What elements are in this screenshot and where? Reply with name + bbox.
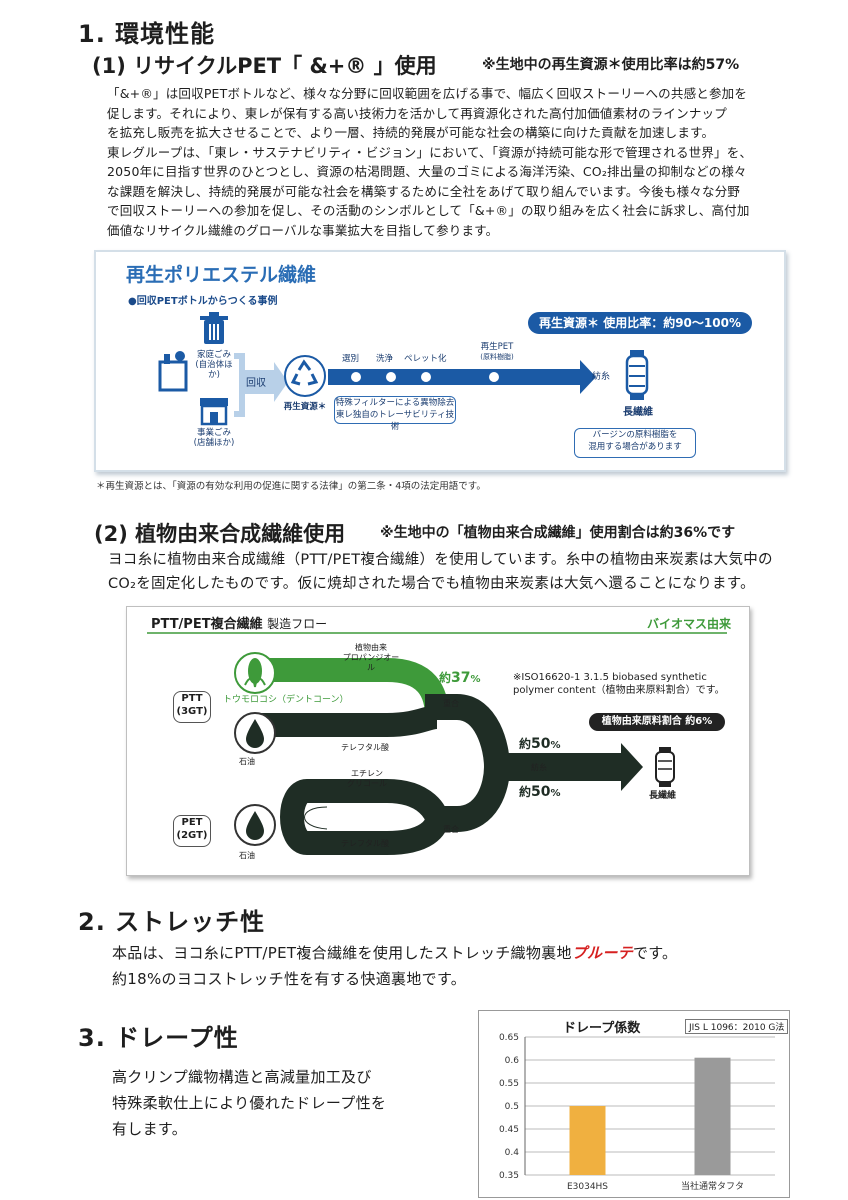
- eg-label: エチレン グリコール: [347, 769, 387, 788]
- step-sort-label: 選別: [342, 354, 360, 364]
- recycle-ratio-pill: 再生資源＊ 使用比率：約90〜100%: [528, 312, 752, 334]
- recycle-diagram: 再生ポリエステル繊維 ●回収PETボトルからつくる事例 再生資源＊ 使用比率：約…: [94, 250, 786, 472]
- fiber-label: 長繊維: [623, 407, 653, 418]
- x-tick-label: 当社通常タフタ: [681, 1180, 744, 1192]
- section2-title: 2. ストレッチ性: [78, 908, 266, 936]
- y-tick-label: 0.45: [499, 1125, 519, 1135]
- chart-standard: JIS L 1096：2010 G法: [685, 1019, 789, 1034]
- chart-title: ドレープ係数: [563, 1021, 641, 1036]
- poly-label-2: 重合: [443, 825, 459, 834]
- pct-50-top: 約50%: [519, 736, 561, 752]
- oil-drop-icon: [246, 811, 264, 840]
- recycle-title: 再生ポリエステル繊維: [126, 264, 317, 286]
- para-line: 特殊柔軟仕上により優れたドレープ性を: [112, 1094, 387, 1112]
- y-tick-label: 0.4: [505, 1148, 520, 1158]
- recycle-footnote: ＊再生資源とは、「資源の有効な利用の促進に関する法律」の第二条・4項の法定用語で…: [96, 481, 486, 492]
- section1-paragraph: 「&+®」は回収PETボトルなど、様々な分野に回収範囲を広げる事で、幅広く回収ス…: [107, 84, 807, 240]
- home-waste-label: 家庭ごみ (自治体ほか): [195, 350, 233, 380]
- corn-icon: [244, 658, 266, 688]
- tpa-label-1: テレフタル酸: [341, 743, 389, 752]
- section1-sub-title: (1) リサイクルPET「 &+® 」使用: [92, 54, 437, 78]
- corn-label: トウモロコシ（デントコーン）: [223, 695, 349, 705]
- y-tick-label: 0.35: [499, 1171, 519, 1181]
- section12-paragraph: ヨコ糸に植物由来合成繊維（PTT/PET複合繊維）を使用しています。糸中の植物由…: [108, 548, 788, 596]
- para-line: 価値なリサイクル繊維のグローバルな事業拡大を目指して参ります。: [107, 222, 499, 238]
- y-tick-label: 0.5: [505, 1102, 519, 1112]
- recycle-icon: [290, 359, 319, 386]
- bar-1: [569, 1106, 606, 1175]
- pet-badge: PET (2GT): [173, 815, 211, 847]
- spin-label-ptt: 紡糸: [531, 763, 547, 772]
- brand-name: プルーテ: [571, 944, 633, 962]
- recycle-subtitle: ●回収PETボトルからつくる事例: [128, 296, 278, 307]
- fiber-label-ptt: 長繊維: [649, 791, 677, 801]
- para-line: 2050年に目指す世界のひとつとし、資源の枯渇問題、大量のゴミによる海洋汚染、C…: [107, 164, 747, 179]
- biomass-label: バイオマス由来: [647, 617, 732, 631]
- oil-label-1: 石油: [239, 757, 255, 766]
- poly-label-1: 重合: [443, 699, 459, 708]
- tpa-label-2: テレフタル酸: [341, 839, 389, 848]
- section12-note: ※生地中の「植物由来合成繊維」使用割合は約36%です: [380, 525, 736, 541]
- fiber-bobbin-icon: [625, 350, 649, 400]
- para-line: 本品は、ヨコ糸にPTT/PET複合繊維を使用したストレッチ織物裏地プルーテです。: [112, 944, 678, 962]
- pct-37: 約37%: [439, 670, 481, 686]
- trash-can-icon: [200, 312, 228, 344]
- oil-label-2: 石油: [239, 851, 255, 860]
- para-line: 有します。: [112, 1120, 188, 1138]
- fiber-bobbin-icon: [655, 747, 675, 787]
- y-tick-label: 0.65: [499, 1033, 519, 1043]
- para-line: 東レグループは、「東レ・サステナビリティ・ビジョン」において、「資源が持続可能な…: [107, 144, 753, 160]
- para-line: を拡充し販売を拡大させることで、より一層、持続的発展が可能な社会の構築に向けた貢…: [107, 125, 715, 140]
- y-tick-label: 0.6: [505, 1056, 520, 1066]
- section3-paragraph: 高クリンプ織物構造と高減量加工及び 特殊柔軟仕上により優れたドレープ性を 有しま…: [112, 1064, 432, 1142]
- plant-pdo-label: 植物由来 プロパンジオール: [342, 643, 400, 672]
- section3-title: 3. ドレープ性: [78, 1024, 239, 1052]
- section1-title: 1. 環境性能: [78, 20, 216, 48]
- biz-waste-label: 事業ごみ (店舗ほか): [193, 428, 235, 448]
- step-pellet-label: ペレット化: [404, 354, 447, 364]
- virgin-note-box: バージンの原料樹脂を 混用する場合があります: [574, 428, 696, 458]
- section1-sub-note: ※生地中の再生資源＊使用比率は約57%: [482, 57, 740, 73]
- para-line: ヨコ糸に植物由来合成繊維（PTT/PET複合繊維）を使用しています。糸中の植物由…: [108, 552, 773, 568]
- y-tick-label: 0.55: [499, 1079, 519, 1089]
- para-line: 「&+®」は回収PETボトルなど、様々な分野に回収範囲を広げる事で、幅広く回収ス…: [107, 86, 748, 101]
- plant-ratio-pill: 植物由来原料割合 約6%: [589, 713, 725, 731]
- pct-50-bottom: 約50%: [519, 784, 561, 800]
- para-line: 促します。それにより、東レが保有する高い技術力を活かして再資源化された高付加価値…: [107, 105, 727, 121]
- resource-label: 再生資源＊: [283, 402, 327, 412]
- recycle-flow-graphic: [158, 312, 649, 426]
- para-line: で回収ストーリーへの参加を促し、その活動のシンボルとして「&+®」の取り組みを広…: [107, 203, 750, 218]
- para-line: な課題を解決し、持続的発展が可能な社会を構築するために全社をあげて取り組んでいま…: [107, 183, 741, 199]
- para-line: 約18%のヨコストレッチ性を有する快適裏地です。: [112, 970, 467, 988]
- spin-label: 紡糸: [592, 372, 611, 382]
- para-line: CO₂を固定化したものです。仮に焼却された場合でも植物由来炭素は大気へ還ることに…: [108, 576, 755, 592]
- step-pet-label: 再生PET (原料樹脂): [480, 342, 514, 361]
- section12-title: (2) 植物由来合成繊維使用: [94, 522, 346, 546]
- oil-drop-icon: [246, 719, 264, 748]
- section2-paragraph: 本品は、ヨコ糸にPTT/PET複合繊維を使用したストレッチ織物裏地プルーテです。…: [112, 940, 792, 992]
- ptt-badge: PTT (3GT): [173, 691, 211, 723]
- iso-note: ※ISO16620-1 3.1.5 biobased synthetic pol…: [513, 672, 725, 696]
- store-icon: [200, 398, 228, 426]
- step-wash-label: 洗浄: [376, 354, 394, 364]
- drape-chart: ドレープ係数 JIS L 1096：2010 G法 0.65 0.6 0.55 0.5…: [478, 1010, 790, 1198]
- filter-note-box: 特殊フィルターによる異物除去 東レ独自のトレーサビリティ技術: [334, 396, 456, 432]
- shopping-bag-icon: [158, 351, 188, 392]
- bar-2: [694, 1057, 731, 1175]
- collect-label: 回収: [246, 378, 266, 389]
- ptt-title: PTT/PET複合繊維 製造フロー: [151, 617, 328, 632]
- ptt-pet-diagram: PTT/PET複合繊維 製造フロー バイオマス由来: [126, 606, 750, 876]
- para-line: 高クリンプ織物構造と高減量加工及び: [112, 1068, 372, 1086]
- x-tick-label: E3034HS: [567, 1182, 608, 1192]
- ptt-flow-graphic: [147, 632, 727, 855]
